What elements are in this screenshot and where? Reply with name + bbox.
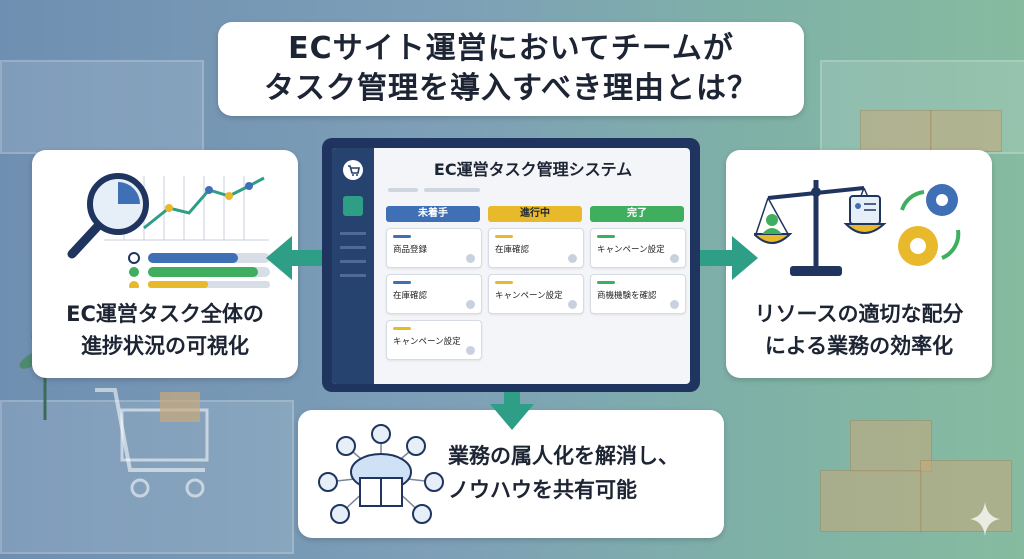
task-label: 在庫確認 [495, 245, 530, 255]
right-card-line-1: リソースの適切な配分 [754, 302, 964, 326]
avatar [466, 346, 475, 355]
background-box [860, 110, 932, 152]
column-in-progress: 進行中 在庫確認 キャンペーン設定 [488, 206, 584, 314]
background-shelf [0, 60, 204, 154]
placeholder-bar [424, 188, 480, 192]
monitor: EC運営タスク管理システム 未着手 商品登録 在庫確認 キャンペーン設定 進行中… [322, 138, 700, 392]
bottom-card-line-2: ノウハウを共有可能 [448, 478, 637, 502]
dashboard-icon[interactable] [343, 196, 363, 216]
task-label: 在庫確認 [393, 291, 428, 301]
task-card[interactable]: 在庫確認 [386, 274, 482, 314]
background-box [920, 460, 1012, 532]
avatar [670, 254, 679, 263]
background-box [930, 110, 1002, 152]
bottom-card: 業務の属人化を解消し、 ノウハウを共有可能 [298, 410, 724, 538]
left-card-line-1: EC運営タスク全体の [66, 302, 264, 326]
task-label: 商機機験を確認 [597, 291, 657, 301]
task-label: キャンペーン設定 [597, 245, 665, 255]
knowledge-network-icon [318, 424, 444, 524]
background-shelf [0, 400, 294, 554]
task-label: キャンペーン設定 [495, 291, 563, 301]
down-arrow-icon [490, 368, 534, 430]
task-label: 商品登録 [393, 245, 428, 255]
task-card[interactable]: 在庫確認 [488, 228, 584, 268]
avatar [568, 254, 577, 263]
task-card[interactable]: 商機機験を確認 [590, 274, 686, 314]
right-card-line-2: による業務の効率化 [764, 334, 954, 358]
task-card[interactable]: 商品登録 [386, 228, 482, 268]
right-arrow-icon [694, 236, 758, 280]
nav-line[interactable] [340, 274, 366, 277]
avatar [466, 300, 475, 309]
placeholder-bar [388, 188, 418, 192]
task-card[interactable]: キャンペーン設定 [590, 228, 686, 268]
task-card[interactable]: キャンペーン設定 [386, 320, 482, 360]
column-done: 完了 キャンペーン設定 商機機験を確認 [590, 206, 686, 314]
sparkle-icon [970, 502, 1000, 536]
title-line-1: ECサイト運営においてチームが [288, 31, 734, 66]
right-card: リソースの適切な配分 による業務の効率化 [726, 150, 992, 378]
task-label: キャンペーン設定 [393, 337, 461, 347]
avatar [670, 300, 679, 309]
shopping-cart-icon [95, 388, 209, 498]
column-todo: 未着手 商品登録 在庫確認 キャンペーン設定 [386, 206, 482, 360]
scale-gears-icon [754, 180, 961, 276]
app-title: EC運営タスク管理システム [433, 160, 633, 179]
nav-line[interactable] [340, 260, 366, 263]
bottom-card-line-1: 業務の属人化を解消し、 [448, 444, 679, 468]
title-card: ECサイト運営においてチームが タスク管理を導入すべき理由とは？ [218, 22, 804, 116]
left-card-line-2: 進捗状況の可視化 [81, 334, 249, 358]
column-header[interactable]: 進行中 [488, 206, 582, 222]
task-card[interactable]: キャンペーン設定 [488, 274, 584, 314]
column-header[interactable]: 完了 [590, 206, 684, 222]
task-app-screen: EC運営タスク管理システム 未着手 商品登録 在庫確認 キャンペーン設定 進行中… [332, 148, 690, 384]
avatar [466, 254, 475, 263]
background-box [850, 420, 932, 472]
cart-logo-icon [343, 160, 363, 180]
left-card: EC運営タスク全体の 進捗状況の可視化 [32, 150, 298, 378]
nav-line[interactable] [340, 246, 366, 249]
app-sidebar [332, 148, 374, 384]
avatar [568, 300, 577, 309]
left-arrow-icon [266, 236, 330, 280]
magnifier-chart-icon [67, 173, 270, 288]
background-box [820, 470, 922, 532]
column-header[interactable]: 未着手 [386, 206, 480, 222]
nav-line[interactable] [340, 232, 366, 235]
title-line-2: タスク管理を導入すべき理由とは？ [264, 71, 758, 106]
